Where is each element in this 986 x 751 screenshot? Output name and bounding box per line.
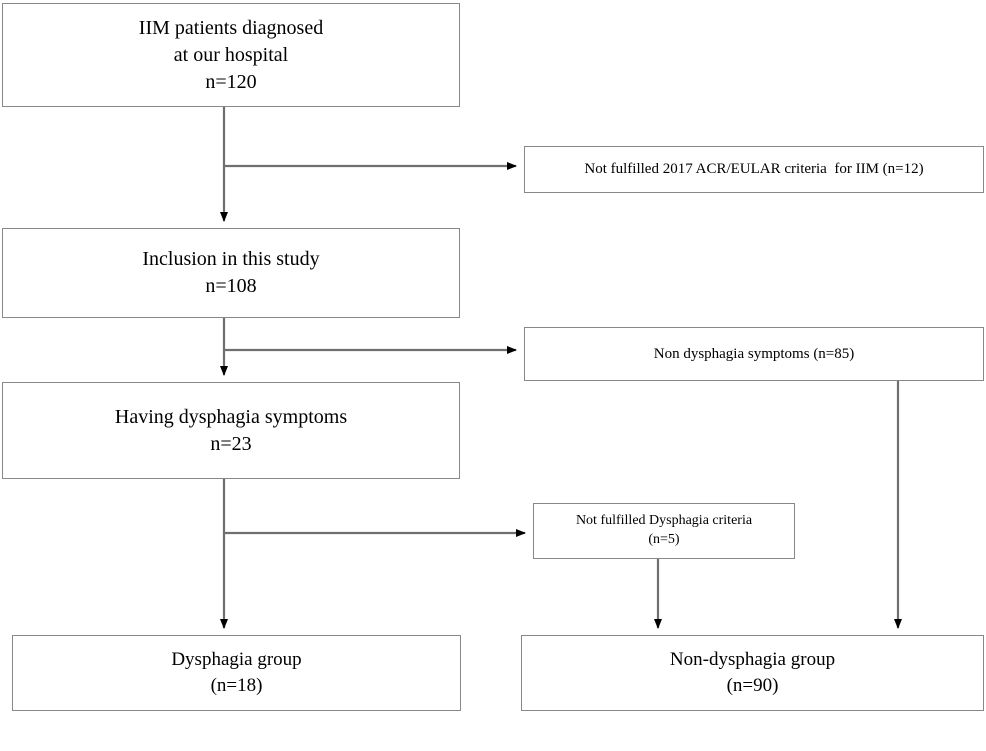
node-dysphagia-group: Dysphagia group (n=18) xyxy=(12,635,461,711)
node-line-2: (n=90) xyxy=(726,675,779,696)
node-line-1: Having dysphagia symptoms xyxy=(114,405,348,428)
node-line-1: Non-dysphagia group xyxy=(669,649,836,671)
node-line-3: n=120 xyxy=(205,70,257,93)
node-iim-patients-diagnosed: IIM patients diagnosed at our hospital n… xyxy=(2,3,460,107)
node-line-2: (n=18) xyxy=(210,675,263,696)
node-non-dysphagia-symptoms: Non dysphagia symptoms (n=85) xyxy=(524,327,984,381)
node-excluded-dysphagia-criteria: Not fulfilled Dysphagia criteria (n=5) xyxy=(533,503,795,559)
node-line-2: at our hospital xyxy=(173,43,289,66)
node-line-2: n=23 xyxy=(210,432,252,455)
node-inclusion-in-this-study: Inclusion in this study n=108 xyxy=(2,228,460,318)
node-line-1: Inclusion in this study xyxy=(142,248,320,270)
node-line-1: Not fulfilled 2017 ACR/EULAR criteria fo… xyxy=(584,161,924,178)
node-line-1: Not fulfilled Dysphagia criteria xyxy=(575,513,753,529)
node-line-2: n=108 xyxy=(205,275,257,297)
node-non-dysphagia-group: Non-dysphagia group (n=90) xyxy=(521,635,984,711)
node-excluded-acr-eular-criteria: Not fulfilled 2017 ACR/EULAR criteria fo… xyxy=(524,146,984,193)
node-line-1: Non dysphagia symptoms (n=85) xyxy=(653,345,855,362)
node-line-2: (n=5) xyxy=(648,532,680,547)
node-line-1: IIM patients diagnosed xyxy=(138,16,324,39)
node-having-dysphagia-symptoms: Having dysphagia symptoms n=23 xyxy=(2,382,460,479)
node-line-1: Dysphagia group xyxy=(171,649,302,671)
